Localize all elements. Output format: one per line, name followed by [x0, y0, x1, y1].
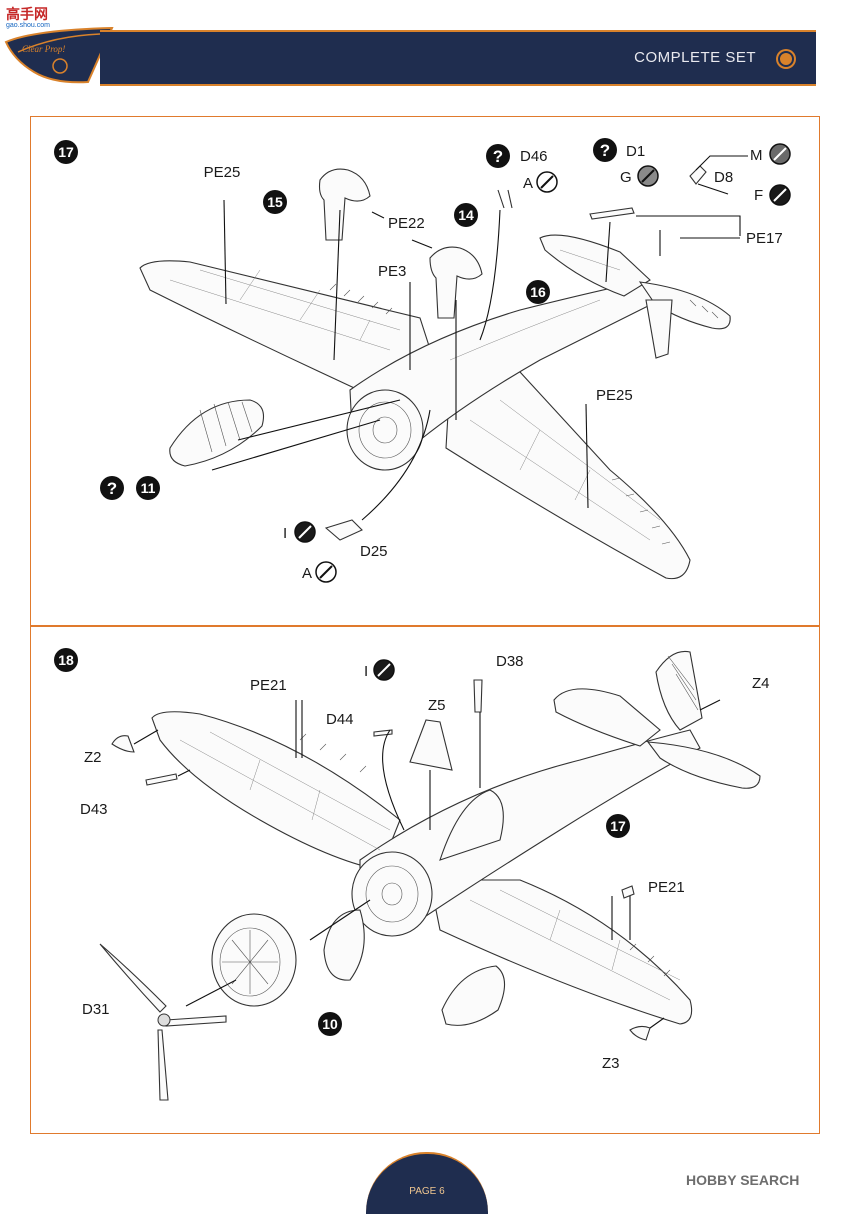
part-label: PE21 — [250, 677, 287, 694]
svg-text:16: 16 — [530, 284, 546, 300]
part-label: PE3 — [378, 263, 406, 280]
watermark: HOBBY SEARCH — [686, 1172, 800, 1188]
part-label: F — [754, 187, 763, 204]
part-label: Z2 — [84, 749, 102, 766]
step-18-badge: 18 — [54, 648, 78, 672]
part-label: A — [302, 565, 312, 582]
sub-step-badge: 17 10 — [318, 814, 630, 1036]
question-mark-icon: ? ? ? — [100, 138, 617, 500]
part-label: G — [620, 169, 632, 186]
part-label: PE22 — [388, 215, 425, 232]
part-label: D1 — [626, 143, 645, 160]
part-label: Z3 — [602, 1055, 620, 1072]
step-17-part-labels: PE25 PE22 PE3 D46 A D1 G M D8 F PE17 PE2… — [204, 143, 783, 582]
part-label: PE25 — [596, 387, 633, 404]
part-label: Z5 — [428, 697, 446, 714]
step-17-number: 17 — [58, 144, 74, 160]
part-label: D44 — [326, 711, 354, 728]
svg-text:11: 11 — [141, 480, 156, 496]
part-label: D31 — [82, 1001, 110, 1018]
svg-text:14: 14 — [458, 207, 474, 223]
page-title: COMPLETE SET — [634, 49, 756, 66]
part-label: PE17 — [746, 230, 783, 247]
part-label: D43 — [80, 801, 108, 818]
part-label: D25 — [360, 543, 388, 560]
gear-icon — [778, 51, 794, 67]
paint-swatch-icon — [373, 659, 395, 681]
part-label: I — [283, 525, 287, 542]
part-label: PE21 — [648, 879, 685, 896]
page-header: Clear Prop! 高手网 gao.shou.com COMPLETE SE… — [0, 0, 844, 90]
svg-text:?: ? — [600, 141, 610, 160]
svg-text:Clear Prop!: Clear Prop! — [22, 44, 65, 54]
step-18-number: 18 — [58, 652, 74, 668]
svg-text:?: ? — [107, 479, 117, 498]
part-label: D38 — [496, 653, 524, 670]
part-label: A — [523, 175, 533, 192]
page-number: PAGE 6 — [409, 1186, 445, 1197]
site-mark: 高手网 — [6, 6, 48, 22]
part-label: I — [364, 663, 368, 680]
svg-text:?: ? — [493, 147, 503, 166]
paint-swatch-icon — [294, 143, 791, 583]
step-18-aircraft — [99, 650, 761, 1101]
part-label: D8 — [714, 169, 733, 186]
part-label: Z4 — [752, 675, 770, 692]
sub-step-badge: 15 14 16 11 — [136, 190, 550, 500]
part-label: M — [750, 147, 763, 164]
svg-text:17: 17 — [610, 818, 626, 834]
header-bar: COMPLETE SET — [100, 30, 816, 86]
site-url: gao.shou.com — [6, 22, 50, 29]
step-17-badge: 17 — [54, 140, 78, 164]
part-label: PE25 — [204, 164, 241, 181]
brand-logo: Clear Prop! — [4, 26, 114, 84]
part-label: D46 — [520, 148, 548, 165]
step-17-aircraft — [139, 155, 748, 580]
step-18-part-labels: PE21 I D38 Z4 D44 Z5 Z2 D43 PE21 D31 Z3 — [80, 653, 770, 1072]
svg-text:15: 15 — [267, 194, 283, 210]
svg-text:10: 10 — [322, 1016, 338, 1032]
